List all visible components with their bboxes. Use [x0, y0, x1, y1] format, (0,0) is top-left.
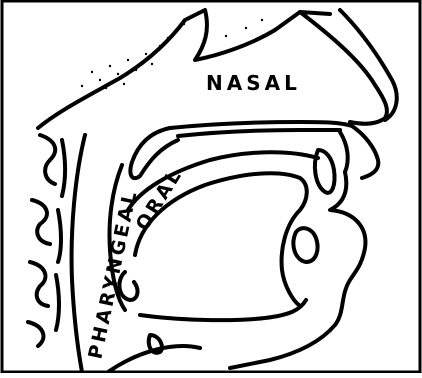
mandible-outline — [140, 300, 306, 320]
spine-vertebrae — [28, 135, 55, 346]
nostril-outline — [340, 10, 397, 120]
nose-outline — [300, 12, 387, 124]
hard-palate-line — [178, 130, 340, 136]
upper-lip-inner — [340, 132, 348, 172]
pharynx-back-wall — [72, 135, 85, 372]
pharyngeal-label: PHARYNGEAL — [84, 187, 142, 361]
skull-base-outline — [38, 10, 330, 128]
lower-lip-chin — [230, 172, 365, 368]
palate-outline — [170, 122, 352, 128]
nasal-label: NASAL — [206, 71, 301, 95]
neck-contour — [108, 346, 200, 372]
spine-inner-edge — [56, 140, 65, 330]
upper-lip-outline — [352, 126, 378, 178]
lower-teeth — [293, 228, 317, 262]
